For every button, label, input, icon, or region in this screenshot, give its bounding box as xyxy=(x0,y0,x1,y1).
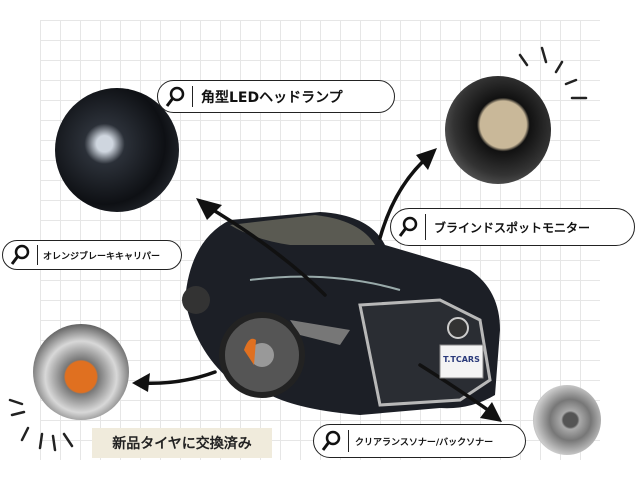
sonar-label: クリアランスソナー/バックソナー xyxy=(313,424,526,458)
new-tires-badge: 新品タイヤに交換済み xyxy=(92,428,272,458)
mirror-photo xyxy=(445,76,551,184)
sonar-text: クリアランスソナー/バックソナー xyxy=(355,437,494,448)
caliper-text: オレンジブレーキキャリパー xyxy=(43,251,161,262)
headlamp-text: 角型LEDヘッドランプ xyxy=(201,89,343,106)
headlamp-photo xyxy=(55,88,179,212)
caliper-label: オレンジブレーキキャリパー xyxy=(2,240,182,270)
magnifier-icon xyxy=(314,429,349,453)
blind-spot-label: ブラインドスポットモニター xyxy=(390,208,635,246)
magnifier-icon xyxy=(3,244,38,265)
blind-spot-text: ブラインドスポットモニター xyxy=(434,220,591,235)
sonar-photo xyxy=(533,385,601,455)
magnifier-icon xyxy=(158,85,193,108)
magnifier-icon xyxy=(391,214,426,240)
headlamp-label: 角型LEDヘッドランプ xyxy=(157,80,395,113)
license-plate: T.TCARS xyxy=(443,355,480,364)
caliper-photo xyxy=(33,324,129,420)
